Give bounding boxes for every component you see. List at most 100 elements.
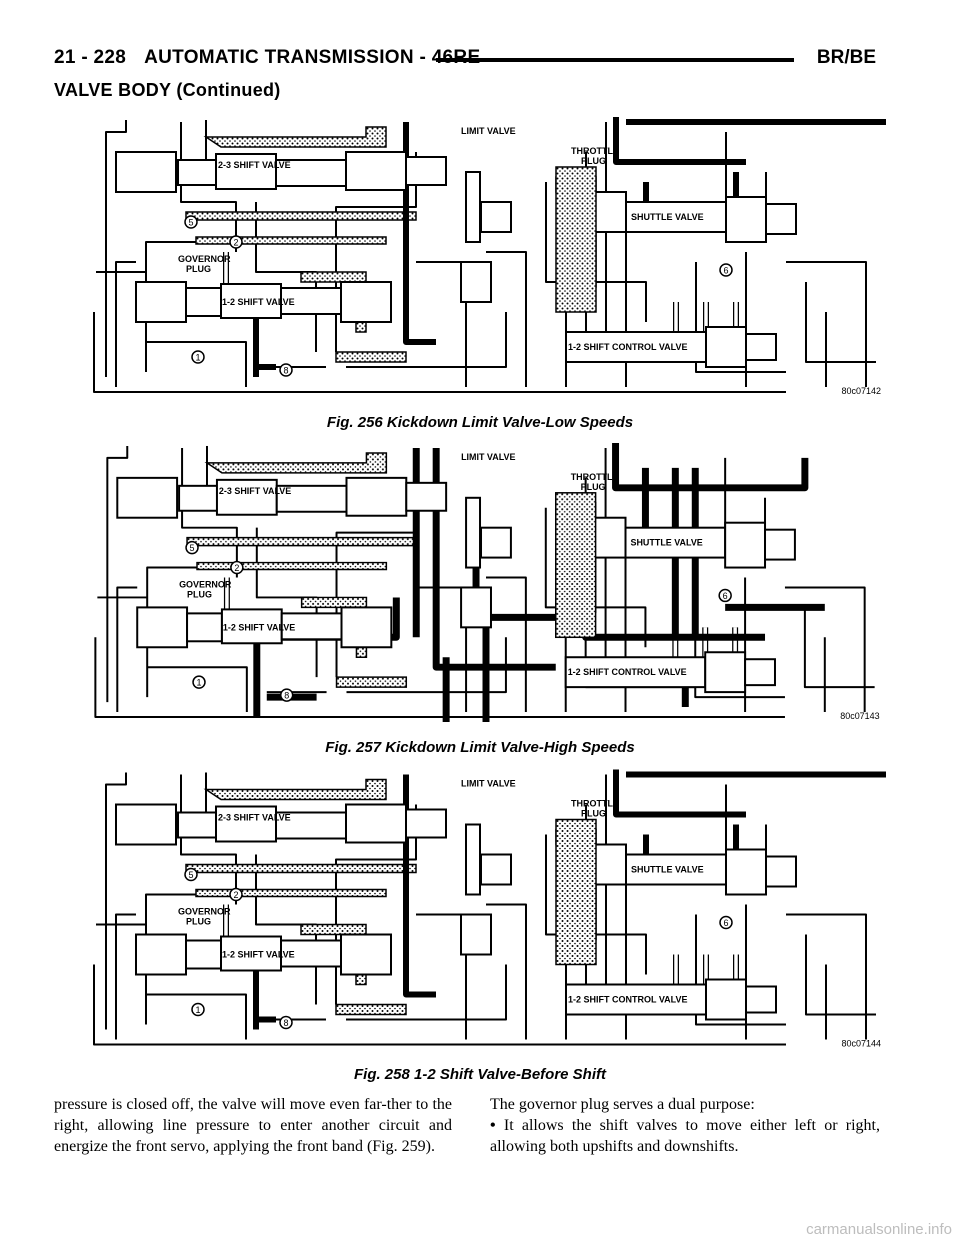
passage-line [146, 341, 247, 387]
label-governor: GOVERNOR [179, 579, 232, 589]
passage-line [106, 445, 129, 703]
valve-spool [460, 586, 492, 629]
passage-line [105, 120, 127, 377]
passage-line [486, 251, 527, 387]
throttle-passage [203, 126, 387, 148]
passage-line [695, 262, 786, 373]
callout-circle [229, 235, 243, 249]
throttle-passage [300, 596, 368, 658]
label-governor-plug: PLUG [186, 917, 211, 927]
throttle-passage [335, 676, 408, 688]
passage-line [784, 586, 866, 713]
throttle-passage [204, 452, 388, 474]
valve-spool [745, 333, 777, 361]
callout-number: 5 [190, 543, 195, 553]
line-pressure-passage [403, 774, 436, 998]
callout-number: 2 [233, 890, 238, 900]
passage-line [346, 312, 507, 368]
valve-spool [220, 935, 282, 972]
label-governor: GOVERNOR [178, 907, 231, 917]
passage-line [146, 566, 198, 698]
callout-circle [279, 1015, 293, 1030]
label-plug: PLUG [581, 156, 606, 166]
label-limit-valve: LIMIT VALVE [461, 126, 516, 136]
valve-spool [764, 528, 796, 561]
callout-number: 8 [283, 1018, 288, 1028]
figure-caption: Fig. 258 1-2 Shift Valve-Before Shift [353, 1066, 606, 1083]
label-governor-plug: PLUG [186, 264, 211, 274]
valve-spool [340, 933, 392, 976]
section-title: VALVE BODY (Continued) [54, 80, 281, 100]
valve-spool [177, 811, 219, 839]
valve-spool [765, 203, 797, 235]
label-2-3-shift-valve: 2-3 SHIFT VALVE [218, 813, 291, 823]
body-left-paragraph: pressure is closed off, the valve will m… [54, 1096, 452, 1155]
passage-line [585, 152, 696, 363]
figure-caption: Fig. 257 Kickdown Limit Valve-High Speed… [325, 739, 635, 756]
header-rule [436, 58, 794, 62]
callout-circle [719, 263, 733, 277]
callout-number: 1 [197, 678, 202, 688]
throttle-plug-bore [555, 492, 597, 639]
passage-line [805, 282, 876, 363]
valve-spool [465, 823, 481, 896]
valve-spool [340, 281, 392, 323]
passage-line [147, 666, 248, 713]
passage-line [115, 913, 136, 1040]
passage-line [105, 772, 127, 1030]
passage-line [803, 607, 875, 689]
valve-spool [178, 484, 220, 512]
valve-spool [725, 848, 767, 896]
bullet-symbol: • [490, 1117, 496, 1134]
valve-spool [744, 658, 776, 687]
callout-number: 1 [195, 1005, 200, 1015]
label-2-3-shift-valve: 2-3 SHIFT VALVE [218, 160, 291, 170]
valve-spool [565, 983, 707, 1016]
label-1-2-shift-control-valve: 1-2 SHIFT CONTROL VALVE [568, 995, 688, 1005]
page-number: 21 - 228 [54, 47, 127, 68]
passage-line [416, 261, 467, 387]
passage-line [145, 241, 196, 372]
passage-line [805, 934, 876, 1016]
valve-spool [340, 606, 393, 649]
callout-number: 8 [283, 366, 288, 376]
model-code: BR/BE [816, 47, 876, 68]
label-throttle: THROTTLE [571, 146, 619, 156]
throttle-passage [186, 536, 417, 547]
callout-circle [229, 887, 243, 902]
passage-line [786, 261, 867, 387]
valve-spool [565, 331, 707, 363]
label-governor-plug: PLUG [187, 589, 212, 599]
valve-spool [280, 939, 342, 968]
throttle-plug-bore [555, 818, 597, 966]
valve-spool [724, 521, 767, 569]
label-1-2-shift-valve: 1-2 SHIFT VALVE [222, 950, 295, 960]
callout-number: 8 [284, 691, 289, 701]
passage-line [346, 964, 507, 1021]
valve-spool [405, 481, 448, 512]
valve-spool [215, 153, 277, 190]
callout-number: 6 [723, 266, 728, 276]
valve-spool [725, 196, 767, 243]
figure-code: 80c07143 [840, 711, 879, 721]
label-shuttle-valve: SHUTTLE VALVE [631, 212, 704, 222]
valve-spool [345, 476, 408, 517]
line-pressure-passage [432, 447, 556, 671]
callout-circle [185, 540, 199, 555]
label-shuttle-valve: SHUTTLE VALVE [630, 538, 702, 548]
callout-number: 5 [188, 870, 193, 880]
valve-spool [480, 853, 512, 886]
valve-spool [220, 283, 282, 319]
valve-spool [405, 808, 447, 839]
valve-spool [460, 261, 492, 303]
passage-line [93, 312, 786, 393]
valve-spool [185, 287, 222, 317]
valve-spool [480, 526, 512, 559]
callout-circle [192, 675, 206, 689]
valve-spool [135, 281, 187, 323]
valve-spool [275, 811, 347, 840]
